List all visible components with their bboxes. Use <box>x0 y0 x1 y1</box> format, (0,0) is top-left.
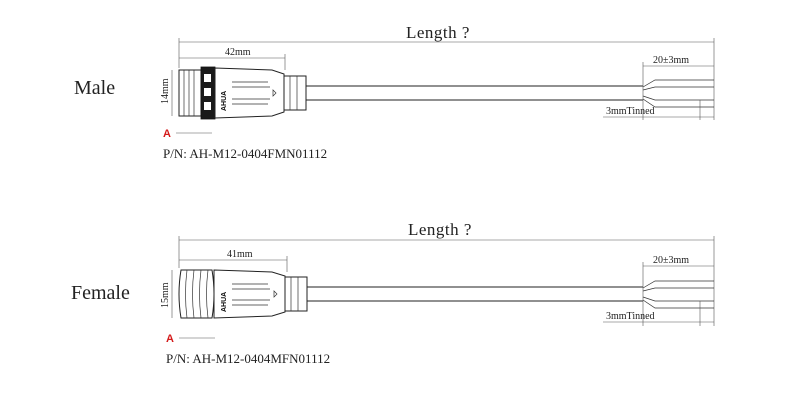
male-brand: AHUA <box>221 91 228 111</box>
male-connector-height: 14mm <box>160 78 171 104</box>
female-revision-mark: A <box>166 333 174 345</box>
female-length-label: Length ? <box>408 220 472 239</box>
male-arrow-icon <box>272 89 277 97</box>
female-arrow-icon <box>273 290 278 298</box>
female-connector-height: 15mm <box>160 282 171 308</box>
male-thread <box>178 69 202 117</box>
male-strip-length: 20±3mm <box>653 55 689 66</box>
female-coupling-nut <box>178 269 215 319</box>
male-assembly: Male Length ? 42mm 14mm AHUA <box>74 23 715 161</box>
female-connector-length: 41mm <box>227 249 253 260</box>
female-brand: AHUA <box>221 292 228 312</box>
male-connector-length: 42mm <box>225 47 251 58</box>
male-label: Male <box>74 77 115 99</box>
male-tinned: 3mmTinned <box>606 106 655 117</box>
female-label: Female <box>71 282 130 304</box>
male-strain-relief <box>283 75 307 111</box>
female-strip-length: 20±3mm <box>653 255 689 266</box>
male-part-number: P/N: AH-M12-0404FMN01112 <box>163 146 327 161</box>
female-tinned: 3mmTinned <box>606 311 655 322</box>
male-grip-body <box>214 67 285 119</box>
male-length-label: Length ? <box>406 23 470 42</box>
female-strain-relief <box>284 276 308 312</box>
female-assembly: Female Length ? 41mm 15mm AHUA <box>71 220 715 366</box>
female-part-number: P/N: AH-M12-0404MFN01112 <box>166 351 330 366</box>
female-grip-body <box>213 269 286 319</box>
male-revision-mark: A <box>163 128 171 140</box>
